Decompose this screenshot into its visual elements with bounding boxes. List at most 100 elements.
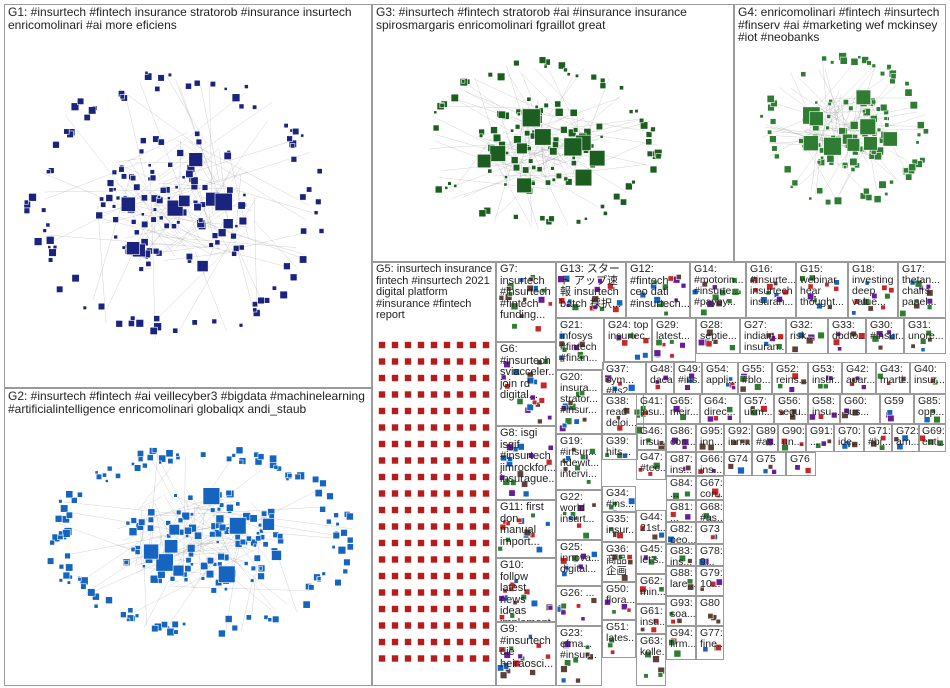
node-g1 bbox=[152, 207, 158, 212]
node-hub-g2 bbox=[218, 565, 236, 583]
group-label-g25: G25: innova... digital... bbox=[560, 541, 600, 575]
node-g1 bbox=[145, 260, 152, 267]
node-g5 bbox=[391, 506, 399, 514]
group-box-g3: G3: #insurtech #fintech stratorob #ai #i… bbox=[372, 4, 734, 262]
node-g5 bbox=[404, 638, 412, 646]
node-g4 bbox=[842, 99, 849, 106]
node-g1 bbox=[135, 319, 144, 328]
node-g2 bbox=[334, 578, 342, 587]
node-g2 bbox=[205, 569, 215, 579]
node-g91 bbox=[820, 440, 827, 447]
node-g79 bbox=[709, 580, 717, 588]
node-g40 bbox=[929, 378, 936, 384]
node-g14 bbox=[700, 308, 708, 316]
group-box-g28: G28: septie... bbox=[696, 318, 740, 354]
node-g71 bbox=[870, 440, 878, 448]
node-g1 bbox=[283, 262, 291, 270]
node-g16 bbox=[776, 296, 783, 303]
node-g7 bbox=[526, 284, 534, 292]
node-g34 bbox=[608, 504, 615, 511]
node-g11 bbox=[497, 545, 503, 552]
edge bbox=[187, 140, 310, 206]
node-g37 bbox=[617, 381, 623, 387]
node-g4 bbox=[884, 122, 890, 128]
edge bbox=[185, 500, 190, 508]
group-label-g2: G2: #insurtech #fintech #ai veillecyber3… bbox=[8, 389, 369, 416]
node-g77 bbox=[702, 646, 709, 653]
node-g1 bbox=[176, 149, 184, 157]
node-g5 bbox=[404, 522, 412, 531]
node-g1 bbox=[289, 273, 298, 282]
node-g5 bbox=[378, 621, 386, 630]
group-label-g5: G5: insurtech insurance fintech #insurte… bbox=[376, 263, 496, 321]
group-box-g52: G52: reins... bbox=[772, 362, 808, 394]
node-g3 bbox=[531, 165, 537, 170]
group-box-g73: G73 bbox=[696, 522, 724, 544]
group-box-g2: G2: #insurtech #fintech #ai veillecyber3… bbox=[4, 388, 372, 686]
node-g17 bbox=[909, 279, 916, 286]
node-g5 bbox=[378, 423, 386, 432]
node-g10 bbox=[498, 595, 505, 602]
node-g3 bbox=[554, 100, 562, 108]
node-g4 bbox=[826, 114, 832, 119]
node-g5 bbox=[391, 440, 399, 448]
group-label-g91: G91: ... bbox=[810, 425, 833, 448]
node-g5 bbox=[391, 654, 399, 663]
group-label-g31: G31: unore... bbox=[908, 319, 944, 342]
node-g19 bbox=[574, 464, 581, 471]
node-g4 bbox=[827, 101, 832, 106]
group-label-g12: G12: #fintech ceo dati #insurtech... bbox=[630, 263, 690, 310]
node-g2 bbox=[165, 520, 171, 526]
group-box-g63: G63: kolle... bbox=[636, 634, 666, 686]
node-g5 bbox=[456, 440, 464, 448]
node-g5 bbox=[456, 522, 464, 531]
group-box-g86: G86: con... bbox=[666, 424, 696, 452]
node-g4 bbox=[771, 145, 778, 152]
node-g2 bbox=[126, 617, 131, 622]
node-g93 bbox=[670, 618, 676, 625]
node-g5 bbox=[417, 588, 425, 597]
group-box-g30: G30: #insur... bbox=[866, 318, 904, 354]
node-g52 bbox=[777, 383, 784, 389]
node-hub-g4 bbox=[882, 131, 898, 147]
node-g1 bbox=[167, 162, 173, 168]
node-g5 bbox=[469, 489, 477, 498]
node-g5 bbox=[391, 605, 399, 613]
node-g1 bbox=[306, 186, 313, 193]
node-g4 bbox=[849, 157, 858, 166]
node-g3 bbox=[510, 156, 519, 164]
edge bbox=[149, 455, 174, 499]
node-g27 bbox=[769, 335, 776, 342]
node-g5 bbox=[443, 555, 451, 564]
node-g1 bbox=[154, 85, 161, 92]
node-g8 bbox=[528, 452, 535, 459]
edge bbox=[465, 82, 503, 110]
group-label-g32: G32: risk... bbox=[790, 319, 816, 342]
node-g3 bbox=[566, 72, 571, 77]
node-g4 bbox=[850, 57, 859, 66]
edge bbox=[92, 171, 132, 301]
edge bbox=[185, 489, 206, 517]
node-g5 bbox=[469, 555, 477, 564]
node-g4 bbox=[816, 160, 822, 165]
group-box-g60: G60: sus... bbox=[840, 394, 880, 424]
group-box-g46: G46: insu... bbox=[636, 424, 666, 450]
node-g70 bbox=[841, 442, 849, 450]
node-g29 bbox=[669, 353, 675, 359]
node-g7 bbox=[511, 323, 518, 330]
node-g28 bbox=[697, 338, 705, 346]
edge bbox=[200, 512, 205, 552]
group-box-g7: G7: insurtech #insurtech #fintech fundin… bbox=[496, 262, 556, 342]
node-g7 bbox=[547, 301, 553, 307]
group-label-g45: G45: let's... bbox=[640, 543, 666, 566]
node-g1 bbox=[140, 137, 147, 144]
node-g18 bbox=[871, 292, 878, 299]
node-g8 bbox=[522, 490, 530, 498]
edge bbox=[179, 171, 231, 253]
node-g1 bbox=[130, 219, 137, 225]
group-box-g89: G89: #as... bbox=[752, 424, 778, 452]
group-label-g35: G35: insur... bbox=[606, 513, 636, 536]
node-g2 bbox=[253, 554, 261, 562]
node-g27 bbox=[776, 343, 783, 350]
group-label-g64: G64: direc... bbox=[704, 395, 736, 418]
